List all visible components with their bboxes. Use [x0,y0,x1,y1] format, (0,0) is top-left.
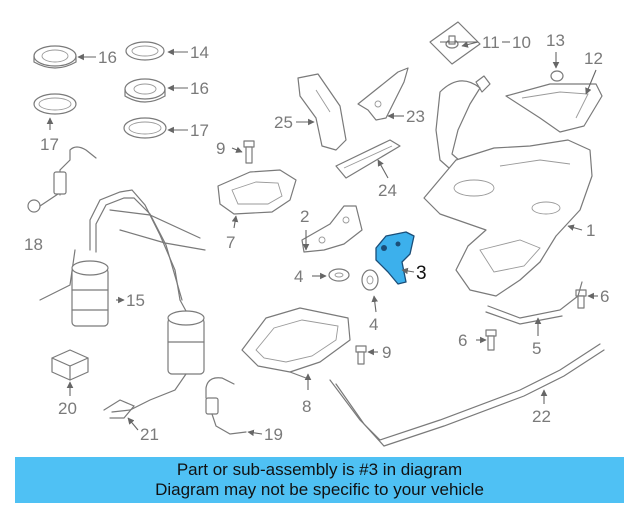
callout-7: 7 [226,233,235,252]
callout-8: 8 [302,397,311,416]
part-18-level-sender [27,146,97,213]
callout-10: 10 [512,33,531,52]
part-16-pump-flange-2 [124,78,166,103]
callout-19: 19 [264,425,283,444]
part-24-rail [335,139,401,179]
part-7-heat-shield [217,169,297,215]
part-16-pump-flange [33,45,77,69]
parts-diagram: 16 14 16 17 17 18 15 20 21 19 9 7 25 23 … [24,21,609,447]
part-3-highlighted[interactable] [375,231,415,285]
part-4-grommet [328,268,350,282]
part-21-connector [51,349,89,381]
callout-21: 20 [58,399,77,418]
part-2-bracket [301,205,363,253]
callout-leaders [46,41,598,437]
part-13-nut [550,70,564,82]
part-1-fuel-tank [423,139,593,297]
part-22-fuel-line [329,343,605,447]
callout-16: 16 [98,48,117,67]
part-9-bolt [243,140,255,164]
banner-line-2: Diagram may not be specific to your vehi… [155,480,484,499]
callout-6: 6 [600,287,609,306]
callout-17: 17 [40,135,59,154]
part-14-lock-ring [125,41,165,61]
callout-13: 13 [546,31,565,50]
callout-6-b: 6 [458,331,467,350]
callout-4: 4 [294,267,303,286]
callout-1: 1 [586,221,595,240]
part-11-filler-cap [429,21,481,65]
callout-20: 21 [140,425,159,444]
callout-3-highlighted: 3 [416,263,427,284]
callout-17-b: 17 [190,121,209,140]
banner-line-1: Part or sub-assembly is #3 in diagram [176,460,463,479]
callout-18: 18 [24,235,43,254]
info-banner: Part or sub-assembly is #3 in diagram Di… [15,457,624,503]
part-17-seal-ring-2 [123,117,167,139]
callout-15: 15 [126,291,145,310]
callout-25: 25 [274,113,293,132]
callout-11: 11 [482,33,500,52]
callout-2: 2 [300,207,309,226]
part-6-bolt-2 [485,329,497,351]
callout-9: 9 [216,139,225,158]
part-5-tank-strap [485,281,583,325]
part-8-shield-plate [241,307,351,379]
part-19-sensor [205,377,247,435]
part-4-grommet-2 [361,269,379,291]
part-9-bolt-2 [355,345,367,365]
callout-labels: 16 14 16 17 17 18 15 20 21 19 9 7 25 23 … [24,31,609,444]
callout-14: 14 [190,43,209,62]
callout-16-b: 16 [190,79,209,98]
callout-22: 22 [532,407,551,426]
part-17-seal-ring [33,93,77,115]
part-12-bracket [505,83,603,133]
callout-4-b: 4 [369,315,378,334]
part-6-bolt [575,289,587,309]
callout-23: 23 [406,107,425,126]
callout-5: 5 [532,339,541,358]
part-15-fuel-pump-assembly [39,189,206,413]
part-20-wire-harness [103,399,135,419]
part-23-bracket [357,67,409,121]
part-25-bracket [297,73,347,151]
callout-24: 24 [378,181,397,200]
callout-9-b: 9 [382,343,391,362]
callout-12: 12 [584,49,603,68]
